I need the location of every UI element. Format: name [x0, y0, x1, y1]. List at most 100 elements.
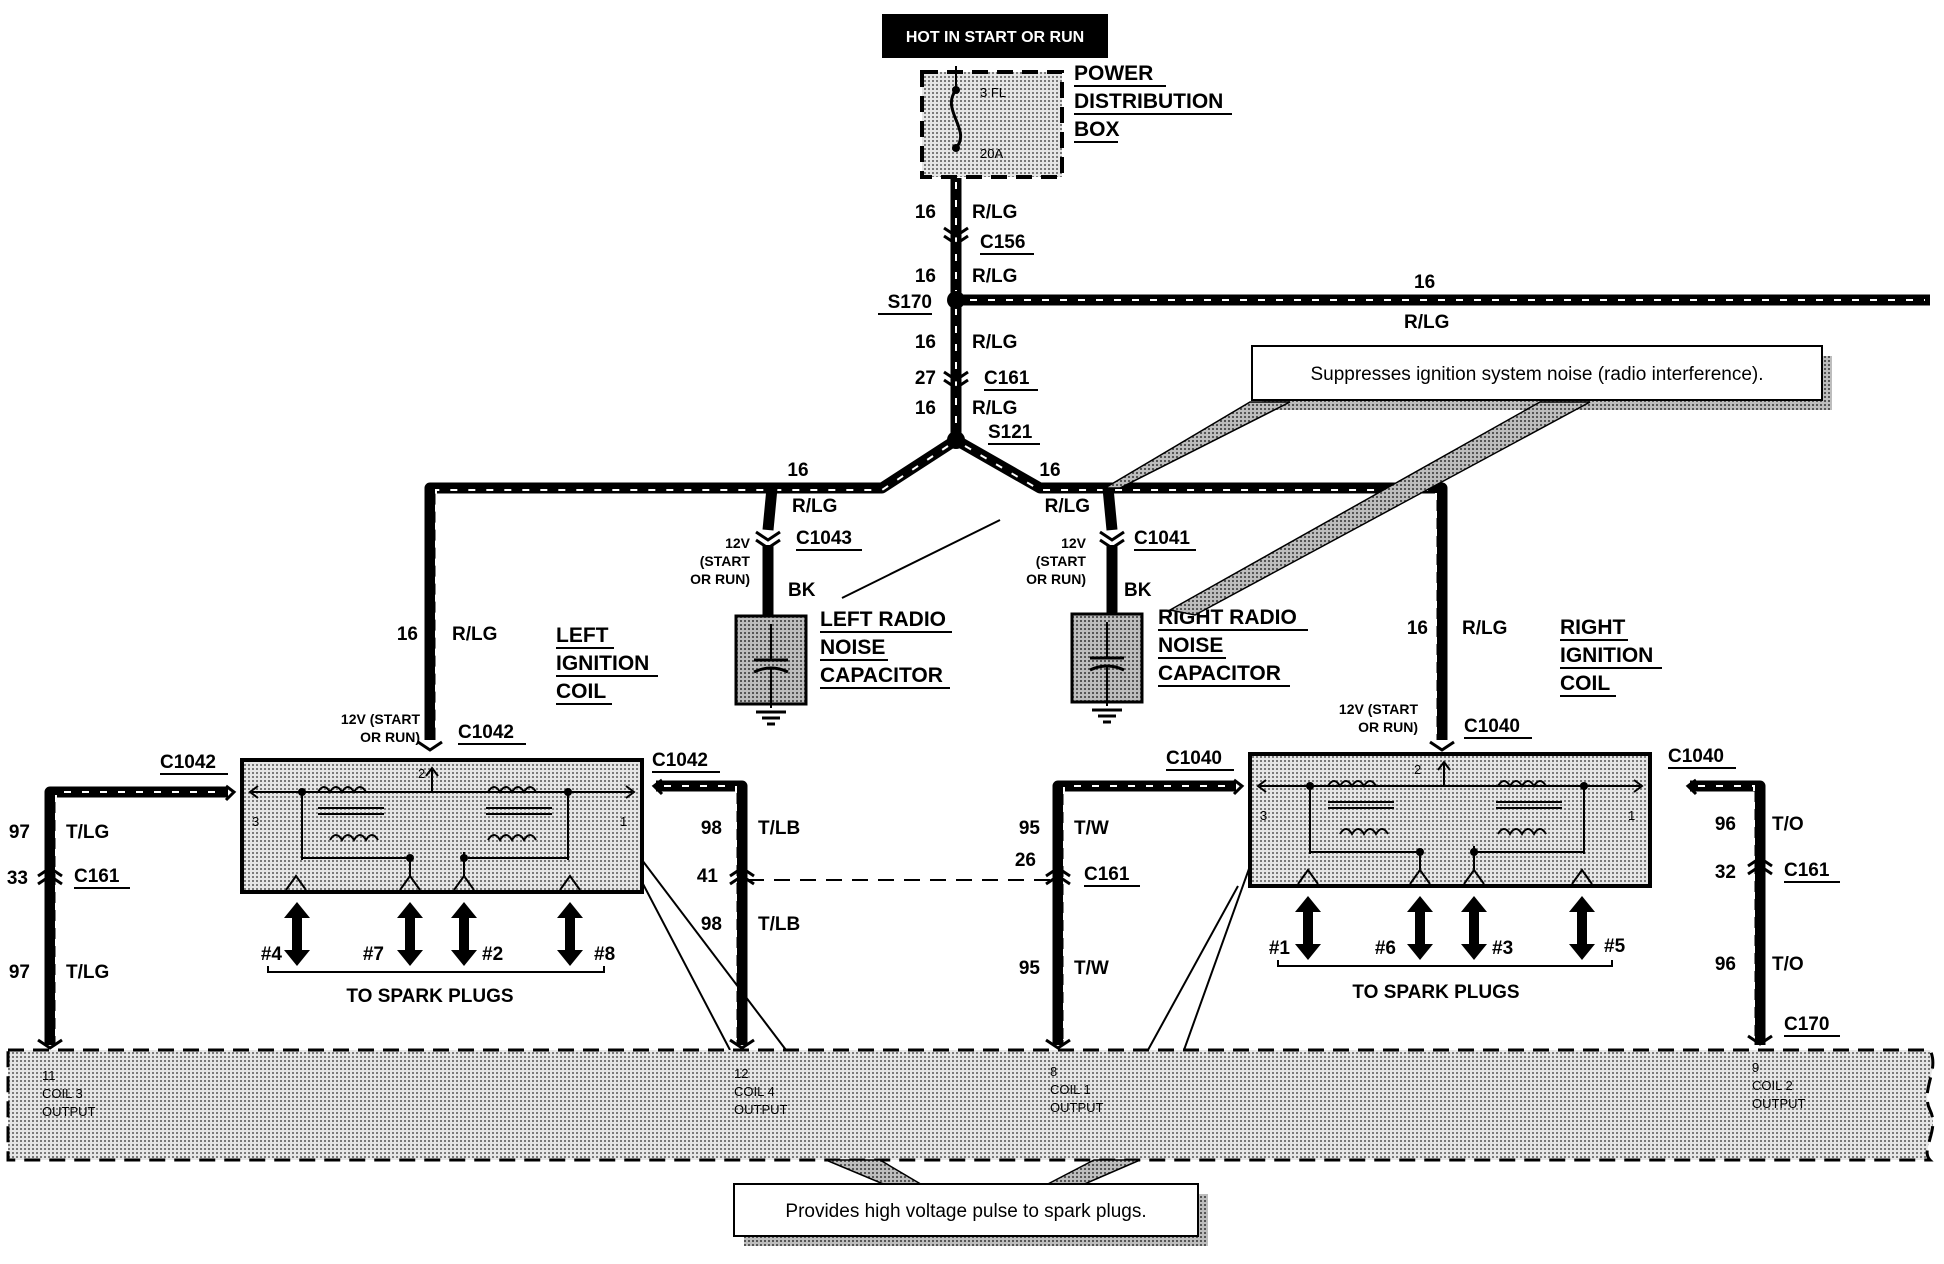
- svg-text:3: 3: [1260, 808, 1267, 823]
- ground-icon: [1092, 708, 1122, 724]
- left-branch-labels: 16 R/LG C1043 12V (START OR RUN) BK: [690, 460, 862, 601]
- svg-text:COIL 2: COIL 2: [1752, 1078, 1793, 1093]
- svg-text:16: 16: [915, 266, 936, 287]
- svg-text:OUTPUT: OUTPUT: [1752, 1096, 1806, 1111]
- svg-text:R/LG: R/LG: [792, 496, 837, 517]
- svg-text:T/LG: T/LG: [66, 822, 109, 843]
- svg-text:96: 96: [1715, 954, 1736, 975]
- svg-text:95: 95: [1019, 958, 1041, 979]
- right-branch-labels: 16 R/LG C1041 12V (START OR RUN) BK: [1026, 460, 1196, 601]
- callout-bottom: Provides high voltage pulse to spark plu…: [733, 1159, 1208, 1246]
- splice-s170: [947, 291, 965, 309]
- svg-text:12V: 12V: [725, 535, 751, 551]
- callout-bottom-text: Provides high voltage pulse to spark plu…: [785, 1201, 1146, 1222]
- svg-text:OUTPUT: OUTPUT: [1050, 1100, 1104, 1115]
- svg-text:T/LG: T/LG: [66, 962, 109, 983]
- svg-text:R/LG: R/LG: [452, 624, 497, 645]
- svg-text:16: 16: [397, 624, 418, 645]
- svg-text:R/LG: R/LG: [972, 332, 1017, 353]
- svg-text:BK: BK: [1124, 580, 1152, 601]
- svg-text:41: 41: [697, 866, 719, 887]
- svg-text:LEFT RADIO: LEFT RADIO: [820, 608, 946, 631]
- svg-text:#4: #4: [261, 944, 283, 965]
- svg-text:1: 1: [620, 814, 627, 829]
- svg-text:NOISE: NOISE: [1158, 634, 1223, 657]
- svg-text:TO SPARK PLUGS: TO SPARK PLUGS: [346, 986, 513, 1007]
- ground-icon: [756, 710, 786, 726]
- svg-text:CAPACITOR: CAPACITOR: [1158, 662, 1281, 685]
- connector-c1042-top: C1042: [458, 722, 514, 743]
- svg-text:97: 97: [9, 962, 30, 983]
- svg-text:#8: #8: [594, 944, 615, 965]
- svg-text:IGNITION: IGNITION: [556, 652, 649, 675]
- connector-c1040-left: C1040: [1166, 748, 1222, 769]
- double-arrow-icon: [451, 902, 477, 966]
- left-radio-noise-capacitor: LEFT RADIO NOISE CAPACITOR: [734, 608, 952, 726]
- svg-text:R/LG: R/LG: [1045, 496, 1090, 517]
- double-arrow-icon: [1407, 896, 1433, 960]
- svg-text:(START: (START: [1036, 553, 1087, 569]
- svg-text:T/W: T/W: [1074, 958, 1109, 979]
- svg-text:9: 9: [1752, 1060, 1759, 1075]
- callout-top: Suppresses ignition system noise (radio …: [841, 345, 1832, 616]
- right-spark-plug-arrows: #1 #6 #3 #5 TO SPARK PLUGS: [1269, 896, 1626, 1003]
- connector-c156: C156: [980, 232, 1025, 253]
- trunk-labels: 16 R/LG C156 16 R/LG S170 16 R/LG 27 C16…: [878, 202, 1449, 445]
- svg-text:IGNITION: IGNITION: [1560, 644, 1653, 667]
- double-arrow-icon: [1569, 896, 1595, 960]
- left-spark-plug-arrows: #4 #7 #2 #8 TO SPARK PLUGS: [261, 902, 615, 1007]
- svg-text:T/W: T/W: [1074, 818, 1109, 839]
- fuse-id: 3 FL: [980, 85, 1006, 100]
- fuse-icon: [949, 89, 963, 149]
- connector-c1041: C1041: [1134, 528, 1190, 549]
- svg-text:12V (START: 12V (START: [341, 711, 421, 727]
- fuse-rating: 20A: [980, 146, 1003, 161]
- double-arrow-icon: [557, 902, 583, 966]
- svg-text:#7: #7: [363, 944, 384, 965]
- splice-s170-label: S170: [888, 292, 932, 313]
- pdb-title-2: DISTRIBUTION: [1074, 90, 1223, 113]
- control-module: 11 COIL 3 OUTPUT 12 COIL 4 OUTPUT 8 COIL…: [6, 1048, 1935, 1162]
- svg-text:27: 27: [915, 368, 936, 389]
- connector-c1040-right: C1040: [1668, 746, 1724, 767]
- svg-text:OR RUN): OR RUN): [1358, 719, 1418, 735]
- header-title: HOT IN START OR RUN: [906, 29, 1084, 46]
- svg-text:OUTPUT: OUTPUT: [42, 1104, 96, 1119]
- svg-text:2: 2: [1414, 762, 1421, 777]
- connector-marks: [37, 226, 1773, 1050]
- svg-text:RIGHT: RIGHT: [1560, 616, 1626, 639]
- svg-text:16: 16: [787, 460, 808, 481]
- svg-text:97: 97: [9, 822, 30, 843]
- splice-s121-label: S121: [988, 422, 1033, 443]
- splice-s121: [947, 431, 965, 449]
- svg-text:COIL 1: COIL 1: [1050, 1082, 1091, 1097]
- svg-text:TO SPARK PLUGS: TO SPARK PLUGS: [1352, 982, 1519, 1003]
- double-arrow-icon: [284, 902, 310, 966]
- left-ignition-coil: 16 R/LG LEFT IGNITION COIL 12V (START OR…: [160, 624, 720, 894]
- svg-text:96: 96: [1715, 814, 1736, 835]
- right-ignition-coil: 16 R/LG RIGHT IGNITION COIL 12V (START O…: [1166, 616, 1736, 888]
- svg-text:16: 16: [1039, 460, 1060, 481]
- svg-text:R/LG: R/LG: [1404, 312, 1449, 333]
- pdb-title-1: POWER: [1074, 62, 1153, 85]
- svg-text:R/LG: R/LG: [972, 202, 1017, 223]
- svg-text:26: 26: [1015, 850, 1036, 871]
- connector-c161-left: C161: [74, 866, 120, 887]
- svg-text:T/O: T/O: [1772, 814, 1804, 835]
- svg-text:16: 16: [915, 202, 936, 223]
- right-radio-noise-capacitor: RIGHT RADIO NOISE CAPACITOR: [1070, 606, 1308, 724]
- svg-text:#2: #2: [482, 944, 503, 965]
- double-arrow-icon: [397, 902, 423, 966]
- svg-text:8: 8: [1050, 1064, 1057, 1079]
- double-arrow-icon: [1461, 896, 1487, 960]
- connector-c170: C170: [1784, 1014, 1829, 1035]
- svg-text:3: 3: [252, 814, 259, 829]
- double-arrow-icon: [1295, 896, 1321, 960]
- svg-text:16: 16: [915, 398, 936, 419]
- svg-text:16: 16: [1414, 272, 1435, 293]
- svg-text:12: 12: [734, 1066, 748, 1081]
- svg-text:12V (START: 12V (START: [1339, 701, 1419, 717]
- connector-c1043: C1043: [796, 528, 852, 549]
- header-tag: HOT IN START OR RUN: [882, 14, 1108, 58]
